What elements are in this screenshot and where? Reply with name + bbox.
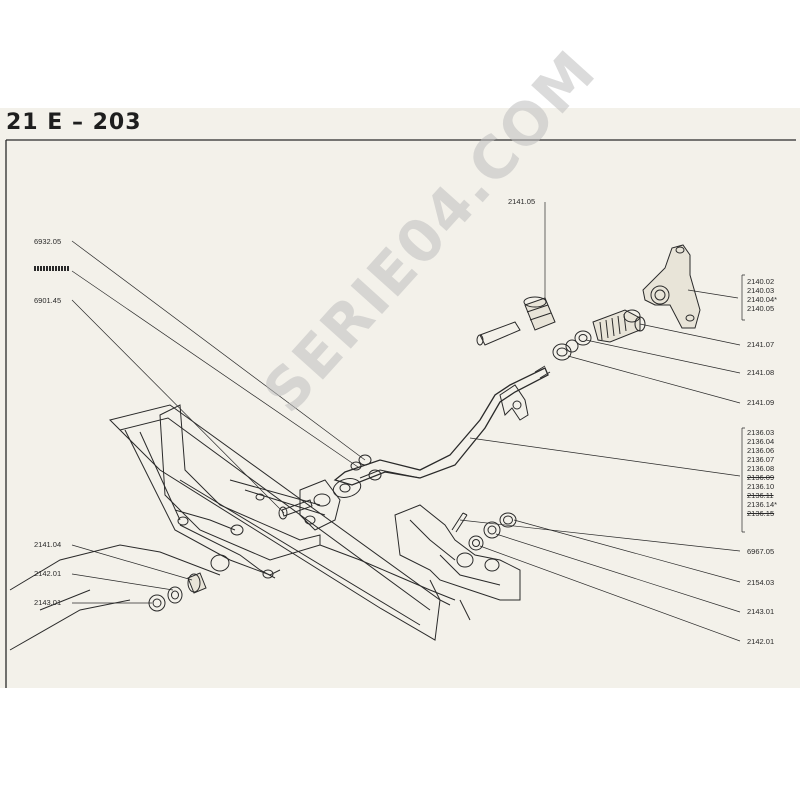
ball-joint-2141-07	[592, 309, 646, 343]
label-2136-09: 2136.09	[747, 473, 775, 482]
split-pin-6967-05	[451, 512, 468, 533]
label-6932-05: 6932.05	[34, 237, 62, 246]
label-2143-01-left: 2143.01	[34, 598, 62, 607]
label-2141-04: 2141.04	[34, 540, 62, 549]
ring-2154-03	[499, 512, 517, 528]
label-2141-05: 2141.05	[508, 197, 536, 206]
ring-2141-08	[574, 330, 592, 346]
frame-border	[5, 139, 796, 688]
label-2136-08: 2136.08	[747, 464, 775, 473]
right-bracket	[394, 504, 521, 601]
bush-2141-05	[523, 296, 556, 331]
bush-2141-04	[187, 572, 207, 594]
label-2154-03: 2154.03	[747, 578, 775, 587]
label-2140-04: 2140.04*	[747, 295, 778, 304]
label-2136-15: 2136.15	[747, 509, 775, 518]
pivot-plate	[299, 479, 341, 531]
ring-2141-09	[552, 343, 572, 361]
label-2143-01-right: 2143.01	[747, 607, 775, 616]
gear-lever-part	[642, 244, 701, 329]
drawing-sheet	[0, 108, 800, 688]
chassis-rail	[109, 404, 441, 641]
label-2136-11: 2136.11	[747, 491, 774, 500]
label-2140-03: 2140.03	[747, 286, 775, 295]
label-2140-02: 2140.02	[747, 277, 775, 286]
label-2141-07: 2141.07	[747, 340, 775, 349]
label-2136-07: 2136.07	[747, 455, 775, 464]
shaft-fork	[499, 384, 529, 421]
ring-2143-01-right	[483, 521, 501, 539]
label-2136-14: 2136.14*	[747, 500, 778, 509]
label-6967-05: 6967.05	[747, 547, 775, 556]
label-2141-08: 2141.08	[747, 368, 775, 377]
label-2140-05: 2140.05	[747, 304, 775, 313]
ring-2142-01-left	[167, 586, 183, 604]
label-2136-06: 2136.06	[747, 446, 775, 455]
mounting-bracket	[159, 404, 321, 561]
ring-2142-01-right	[468, 535, 484, 551]
label-group-2136: 2136.03 2136.04 2136.06 2136.07 2136.08 …	[747, 428, 777, 518]
label-2136-10: 2136.10	[747, 482, 775, 491]
label-2142-01-left: 2142.01	[34, 569, 62, 578]
label-2136-03: 2136.03	[747, 428, 775, 437]
nut-6932-05	[358, 454, 372, 466]
shift-shaft	[333, 367, 549, 486]
label-group-2140: 2140.02 2140.03 2140.04* 2140.05	[747, 277, 777, 313]
label-2136-04: 2136.04	[747, 437, 775, 446]
struck-out-label-mark	[34, 266, 70, 271]
label-2142-01-right: 2142.01	[747, 637, 775, 646]
page-code-header: 21 E – 203	[6, 110, 142, 135]
upper-rod	[479, 321, 521, 346]
label-2141-09: 2141.09	[747, 398, 775, 407]
bolt-6901-45	[278, 499, 313, 520]
label-6901-45: 6901.45	[34, 296, 62, 305]
